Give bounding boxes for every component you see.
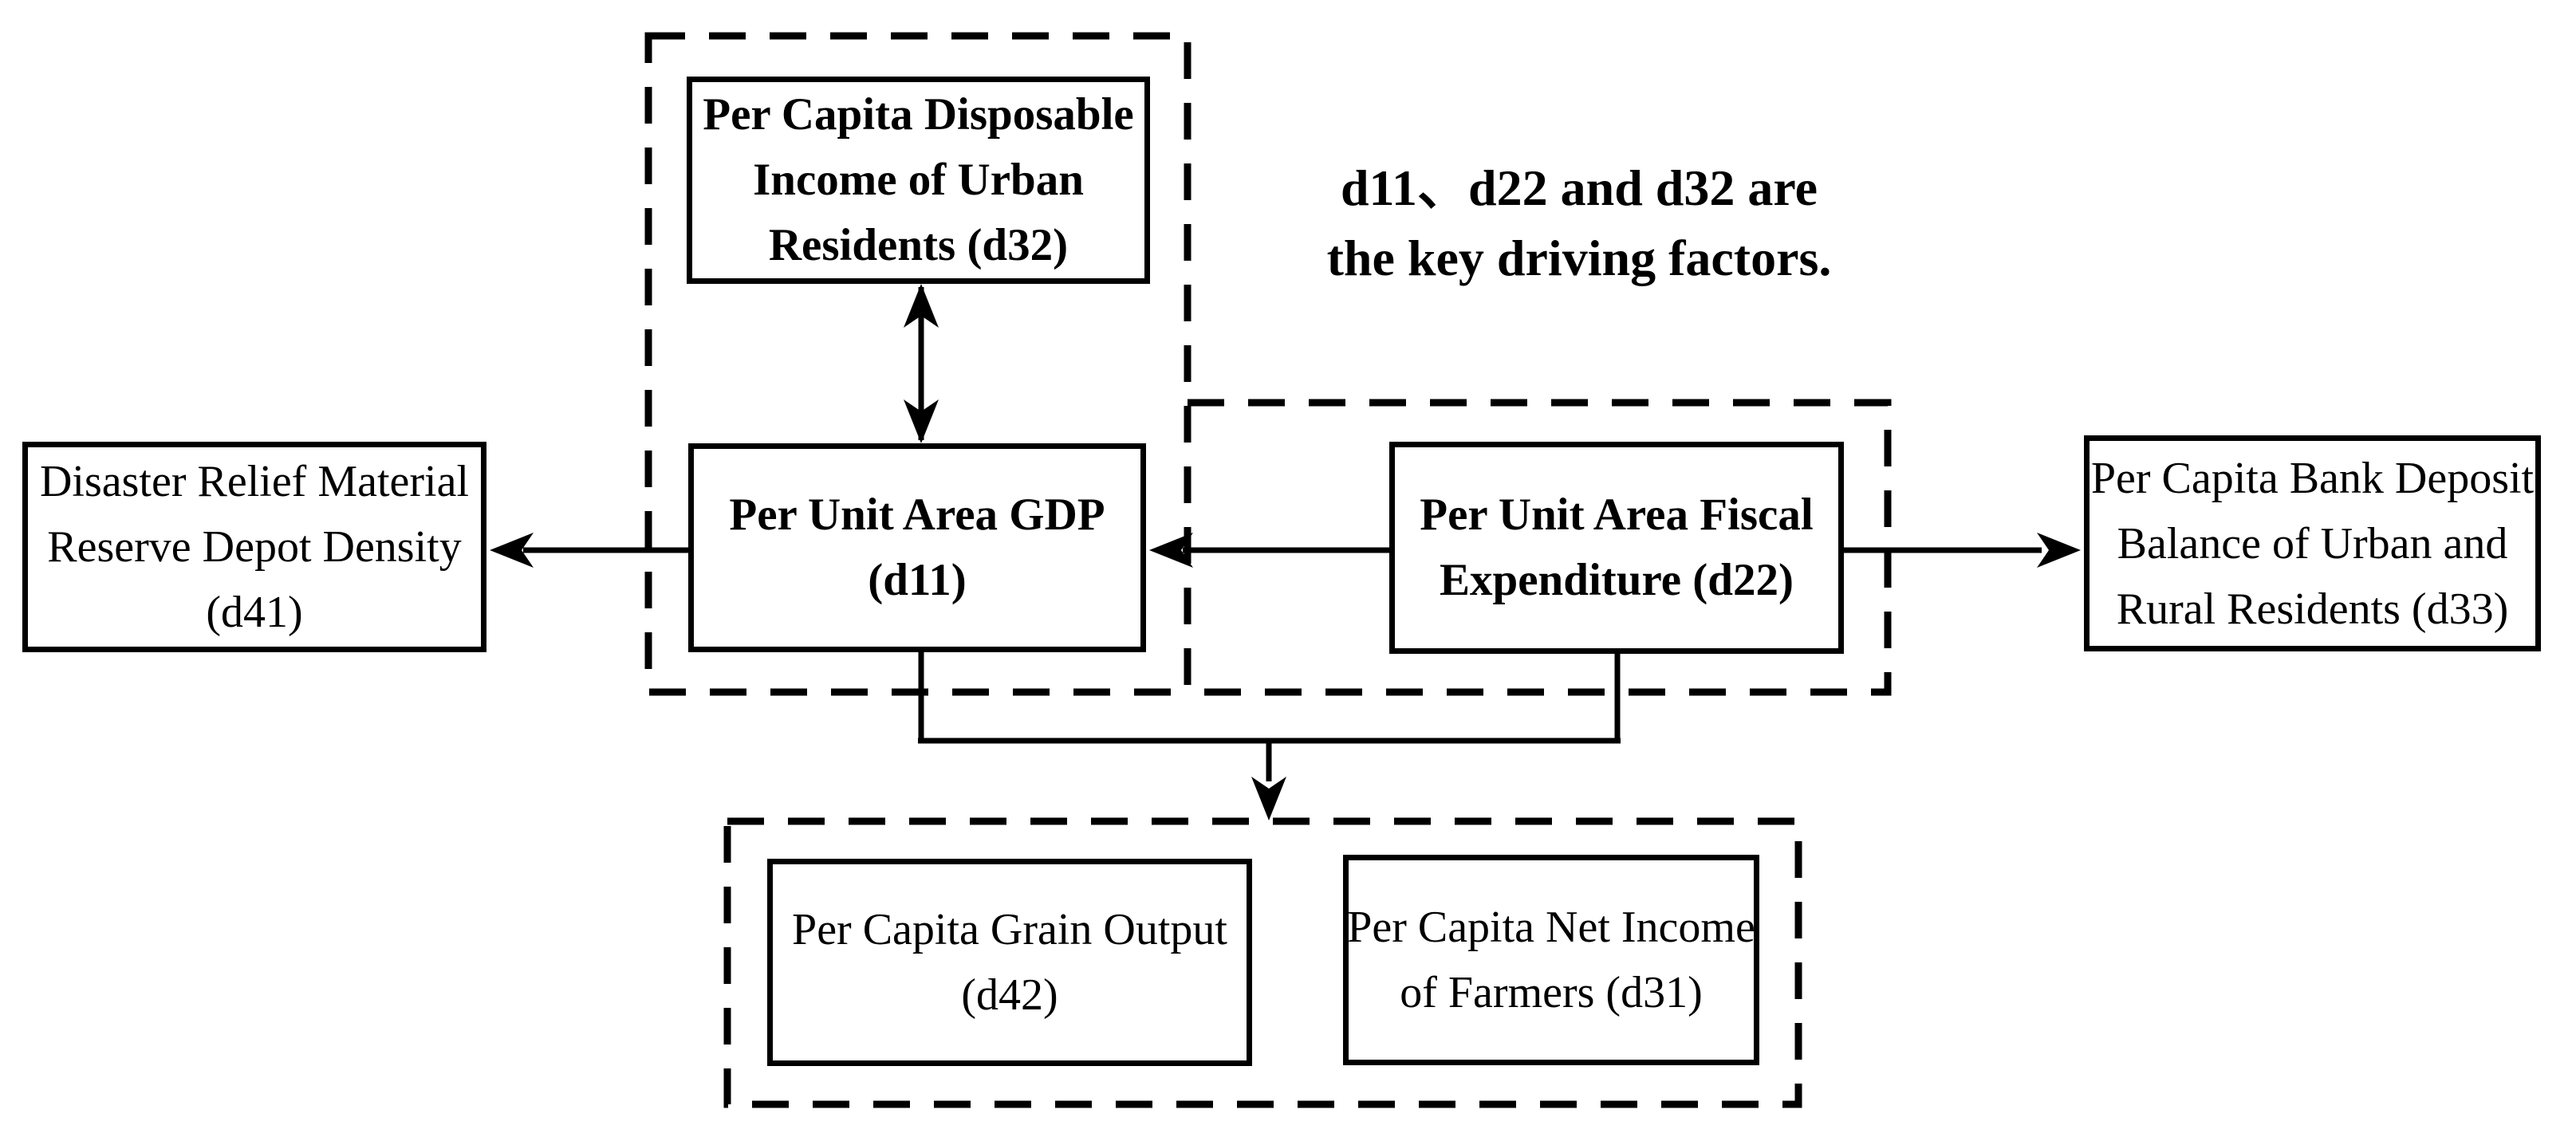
text-line: Expenditure (d22) bbox=[1440, 555, 1794, 605]
text-line: d11、d22 and d32 are bbox=[1340, 159, 1818, 216]
text-line: Per Capita Disposable bbox=[703, 89, 1134, 140]
text-line: Per Capita Bank Deposit bbox=[2090, 453, 2535, 503]
node-d11-per-unit-area-gdp: Per Unit Area GDP (d11) bbox=[688, 443, 1146, 652]
node-d31-per-capita-net-income-farmers: Per Capita Net Income of Farmers (d31) bbox=[1343, 855, 1759, 1065]
dashed-border-left-group bbox=[644, 32, 1191, 696]
arrowhead-down-into-d11 bbox=[904, 399, 939, 443]
text-line: of Farmers (d31) bbox=[1400, 968, 1703, 1017]
text-line: Per Unit Area GDP bbox=[729, 490, 1105, 540]
text-line: Reserve Depot Density bbox=[47, 522, 462, 572]
text-line: Rural Residents (d33) bbox=[2116, 584, 2509, 634]
text-line: the key driving factors. bbox=[1326, 230, 1832, 286]
arrowhead-down-into-bottom-group bbox=[1251, 777, 1286, 820]
text-line: Residents (d32) bbox=[768, 220, 1069, 270]
dashed-border-bottom-group bbox=[723, 817, 1802, 1108]
text-line: (d11) bbox=[868, 555, 967, 605]
text-line: (d41) bbox=[206, 588, 303, 637]
arrowhead-left-into-d41 bbox=[490, 533, 534, 568]
text-line: Balance of Urban and bbox=[2117, 518, 2508, 568]
arrowhead-right-into-d33 bbox=[2037, 533, 2081, 568]
key-driving-factors-annotation: d11、d22 and d32 are the key driving facto… bbox=[1300, 153, 1858, 293]
dashed-border-right-group bbox=[1188, 399, 1892, 696]
text-line: Per Capita Grain Output bbox=[792, 905, 1227, 954]
text-line: Income of Urban bbox=[753, 155, 1084, 205]
text-line: Per Capita Net Income bbox=[1347, 903, 1755, 952]
text-line: Disaster Relief Material bbox=[39, 457, 469, 506]
text-line: (d42) bbox=[961, 970, 1058, 1020]
node-d42-per-capita-grain-output: Per Capita Grain Output (d42) bbox=[767, 859, 1252, 1066]
arrowhead-left-into-d11 bbox=[1149, 533, 1193, 568]
text-line: Per Unit Area Fiscal bbox=[1420, 490, 1814, 540]
arrowhead-up-into-d32 bbox=[904, 284, 939, 328]
